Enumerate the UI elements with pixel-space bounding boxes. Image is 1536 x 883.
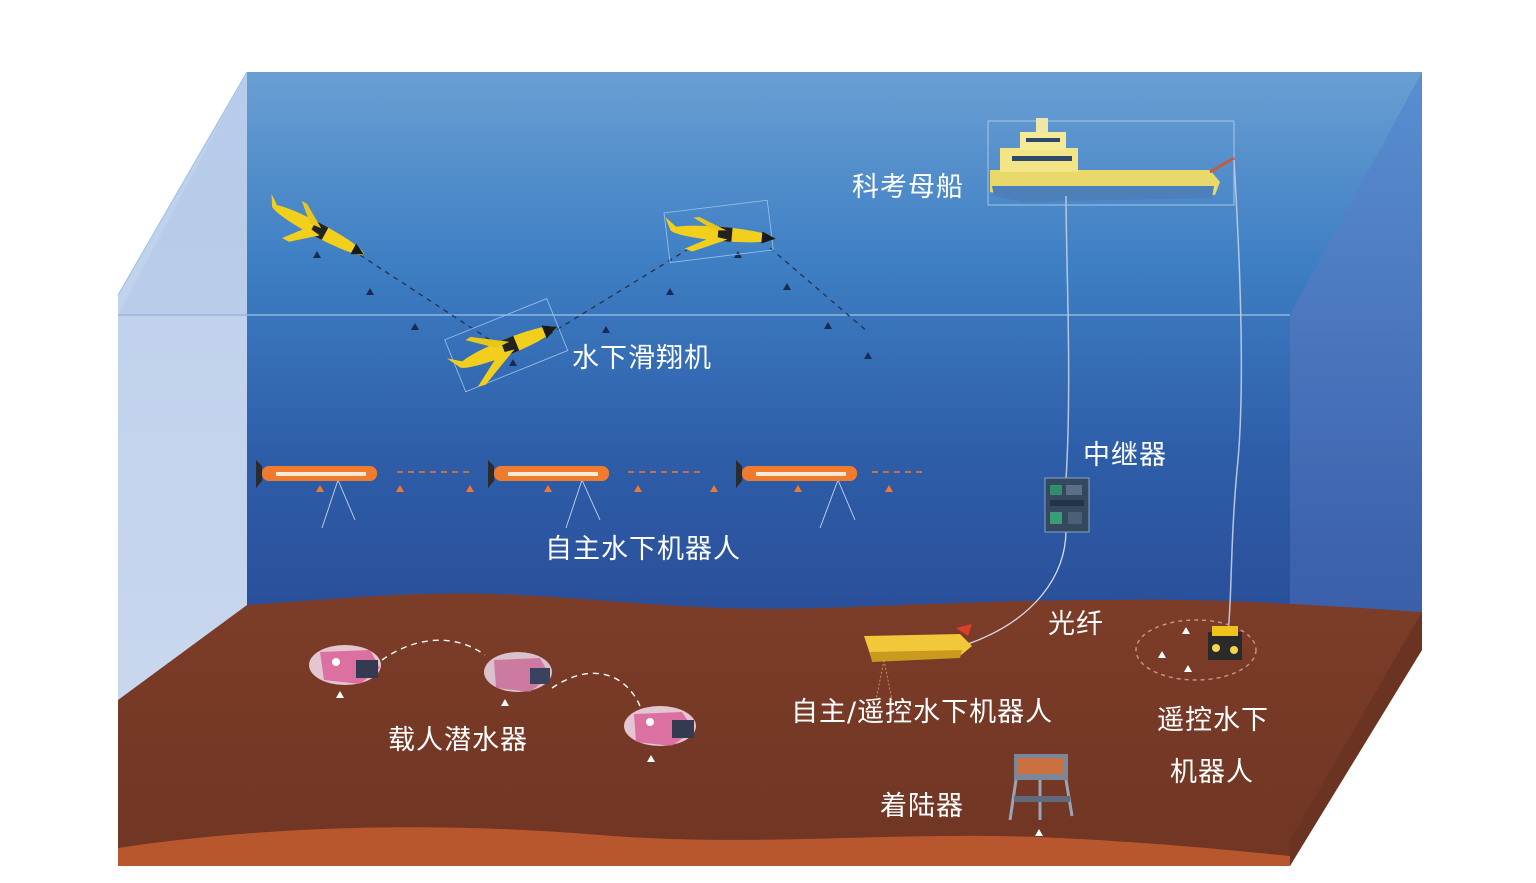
underwater-glider-2 — [663, 199, 776, 263]
research-vessel — [987, 118, 1235, 206]
auv-vehicle-1 — [256, 460, 377, 488]
label-relay: 中继器 — [1083, 440, 1167, 471]
auv-sonar-beams — [321, 479, 856, 529]
label-rov-line1: 遥控水下 — [1157, 705, 1269, 736]
rov-markers — [1158, 627, 1192, 672]
label-fiber-optic: 光纤 — [1048, 609, 1104, 640]
seabed — [118, 593, 1422, 866]
tether-cable-rov — [1227, 159, 1243, 633]
label-research-vessel: 科考母船 — [852, 172, 964, 203]
hov-path — [381, 639, 641, 707]
label-arov: 自主/遥控水下机器人 — [791, 697, 1054, 728]
label-rov-line2: 机器人 — [1170, 757, 1254, 788]
glider-path — [359, 247, 869, 341]
auv-vehicle-2 — [488, 460, 609, 488]
rov-work-area — [1135, 619, 1257, 681]
label-underwater-glider: 水下滑翔机 — [572, 343, 712, 374]
label-lander: 着陆器 — [880, 791, 964, 822]
tether-cable-relay — [1065, 195, 1070, 481]
label-auv: 自主水下机器人 — [545, 534, 741, 565]
underwater-glider-3 — [444, 298, 569, 393]
seabed-right-face — [1290, 612, 1422, 866]
label-hov: 载人潜水器 — [388, 725, 528, 756]
rov-vehicle — [1208, 626, 1242, 660]
fiber-optic-cable — [967, 529, 1067, 645]
auv-markers — [316, 485, 893, 492]
lander-vehicle — [1008, 754, 1074, 836]
auv-vehicle-3 — [736, 460, 857, 488]
seabed-front-band — [118, 827, 1290, 866]
water-back-face — [247, 72, 1422, 612]
hov-vehicle-1 — [309, 645, 381, 685]
hov-vehicle-2 — [484, 652, 552, 692]
relay-unit — [1044, 477, 1090, 533]
hov-markers — [336, 691, 655, 762]
underwater-glider-1 — [271, 193, 365, 256]
arov-vehicle — [864, 624, 972, 701]
hov-vehicle-3 — [624, 706, 696, 746]
